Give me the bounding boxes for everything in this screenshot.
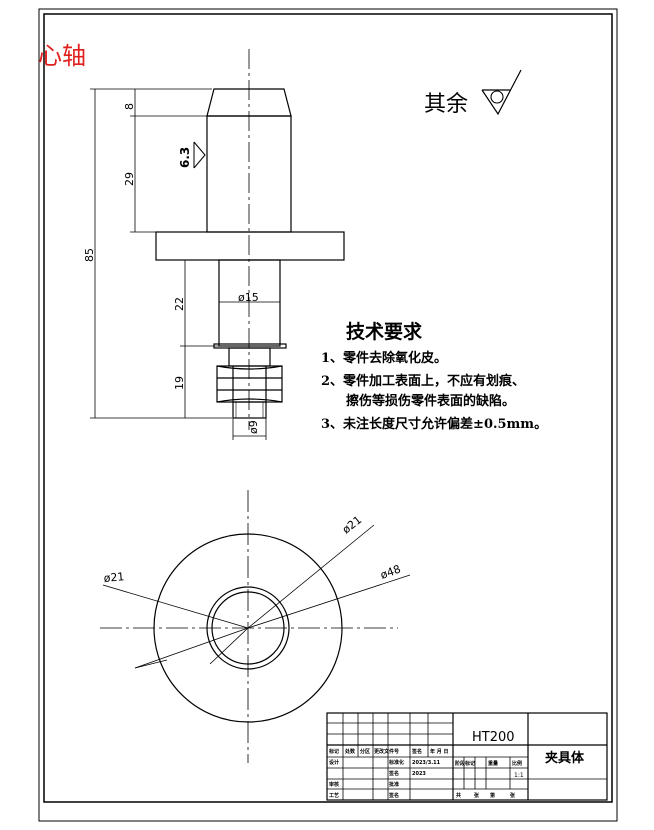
dim-circle-inner-left: ø21 (103, 570, 125, 585)
title-block (326, 712, 608, 801)
label-change-doc: 更改文件号 (374, 748, 399, 755)
roughness-value: 6.3 (178, 147, 192, 168)
label-approval: 批准 (389, 781, 399, 788)
surface-finish-note: 其余 (424, 92, 468, 117)
dim-circle-inner-right: ø21 (340, 513, 364, 536)
label-designer: 设计 (329, 759, 339, 766)
top-view (100, 490, 411, 763)
dim-top-chamfer: 8 (123, 103, 136, 110)
label-process: 工艺 (329, 792, 339, 799)
label-standardization: 标准化 (388, 759, 404, 766)
tech-req-heading: 技术要求 (346, 320, 423, 343)
label-sheet-unit: 张 (474, 792, 480, 799)
side-roughness-mark-icon (193, 141, 206, 169)
shaft-side-view (155, 49, 345, 430)
tech-req-item-2: 2、零件加工表面上，不应有划痕、 (321, 373, 525, 389)
dim-upper-body: 29 (123, 172, 136, 186)
label-date: 年 月 日 (430, 748, 448, 755)
label-sheet-total: 共 (456, 792, 461, 799)
scale-value: 1:1 (514, 772, 524, 779)
drawing-name: 夹具体 (545, 750, 585, 766)
material-label: HT200 (472, 730, 515, 745)
inner-frame (43, 13, 613, 803)
tech-req-item-1: 1、零件去除氧化皮。 (321, 350, 447, 366)
dim-thread-diameter: ø9 (247, 420, 260, 434)
dim-lower-shank: 22 (173, 297, 186, 311)
label-weight: 重量 (488, 760, 498, 767)
label-sheet-current-unit: 张 (510, 792, 516, 799)
label-small-date: 2023/3.11 (412, 760, 441, 766)
outer-frame (38, 8, 618, 822)
label-date-small: 2023 (412, 771, 426, 777)
label-zone: 分区 (360, 748, 370, 755)
dim-overall-length: 85 (83, 248, 96, 262)
label-scale: 比例 (512, 760, 522, 767)
tech-req-item-3: 3、未注长度尺寸允许偏差±0.5mm。 (321, 416, 547, 432)
label-stage: 阶段标记 (455, 760, 475, 767)
roughness-symbol-icon (481, 69, 522, 116)
label-mark: 标记 (328, 748, 339, 755)
label-sig: 签名 (388, 770, 399, 777)
dimension-lines (90, 88, 280, 440)
label-approve2: 签名 (388, 792, 399, 799)
dim-thread-length: 19 (173, 376, 186, 390)
header-title: 心轴 (38, 42, 86, 70)
label-sheet-current: 第 (490, 792, 495, 799)
label-review: 审核 (329, 781, 339, 788)
dim-shank-diameter: ø15 (238, 291, 259, 304)
tech-req-item-2b: 擦伤等损伤零件表面的缺陷。 (346, 393, 515, 409)
label-count: 处数 (344, 748, 356, 755)
label-signature: 签名 (411, 748, 422, 755)
